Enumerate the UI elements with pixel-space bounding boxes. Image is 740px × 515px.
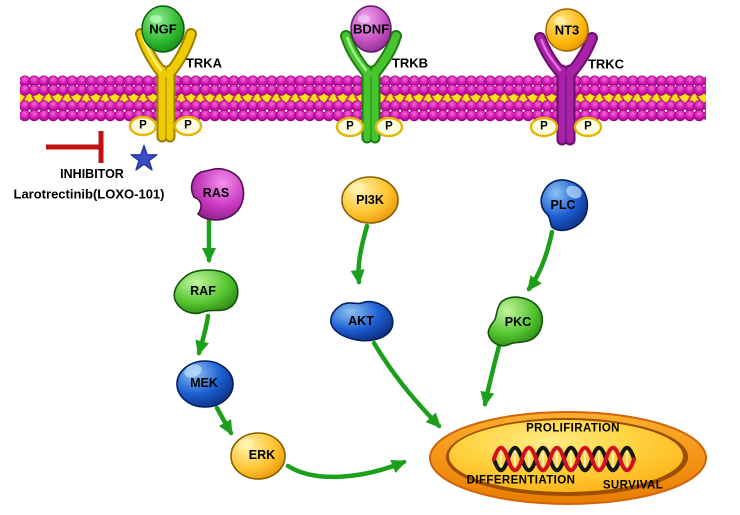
phospho-label: P (385, 120, 393, 133)
differentiation-label: DIFFERENTIATION (466, 474, 576, 487)
bdnf-highlight (358, 15, 370, 23)
star-icon (130, 144, 158, 171)
nt3-highlight (554, 17, 566, 25)
arrow-erk-outcome (285, 459, 407, 480)
ngf-label: NGF (149, 21, 177, 37)
ras-node (190, 168, 245, 221)
phospho-label: P (540, 120, 548, 133)
plc-highlight (566, 185, 582, 199)
pkc-label: PKC (504, 314, 532, 329)
survival-label: SURVIVAL (602, 479, 664, 492)
mek-highlight (184, 364, 202, 378)
inhibitor-title: INHIBITOR (60, 166, 124, 181)
arrow-mek-erk (214, 405, 234, 436)
proliferation-label: PROLIFIRATION (526, 422, 620, 435)
ngf-highlight (150, 15, 162, 23)
pi3k-label: PI3K (356, 192, 384, 207)
phospho-label: P (584, 120, 592, 133)
arrow-pkc-outcome (480, 335, 504, 407)
nt3-label: NT3 (554, 22, 580, 38)
receptor-trkc-shape (534, 32, 598, 146)
dna-helix (492, 445, 636, 473)
arrow-akt-outcome (371, 340, 442, 429)
plc-label: PLC (550, 197, 576, 212)
pi3k-highlight (349, 182, 365, 194)
arrow-raf-mek (195, 313, 211, 356)
pkc-node (487, 296, 544, 347)
ras-label: RAS (202, 185, 230, 200)
inhibitor-drug: Larotrectinib(LOXO-101) (13, 186, 165, 202)
raf-node (173, 269, 239, 315)
trka-label: TRKA (185, 55, 223, 71)
phospho-label: P (184, 119, 192, 132)
arrow-pi3k-akt (350, 223, 370, 285)
inhibitor-bar (46, 131, 104, 163)
receptor-trkb-shape (340, 30, 402, 144)
erk-highlight (238, 438, 254, 450)
akt-label: AKT (348, 313, 374, 328)
mek-label: MEK (190, 375, 218, 390)
arrow-plc-pkc (526, 229, 555, 292)
akt-node (330, 300, 394, 342)
phospho-badges (128, 115, 603, 138)
raf-label: RAF (190, 283, 216, 298)
trkb-label: TRKB (391, 55, 429, 71)
bdnf-label: BDNF (352, 21, 390, 37)
phospho-label: P (139, 119, 147, 132)
trkc-label: TRKC (587, 56, 625, 72)
erk-label: ERK (248, 447, 276, 462)
phospho-label: P (346, 120, 354, 133)
